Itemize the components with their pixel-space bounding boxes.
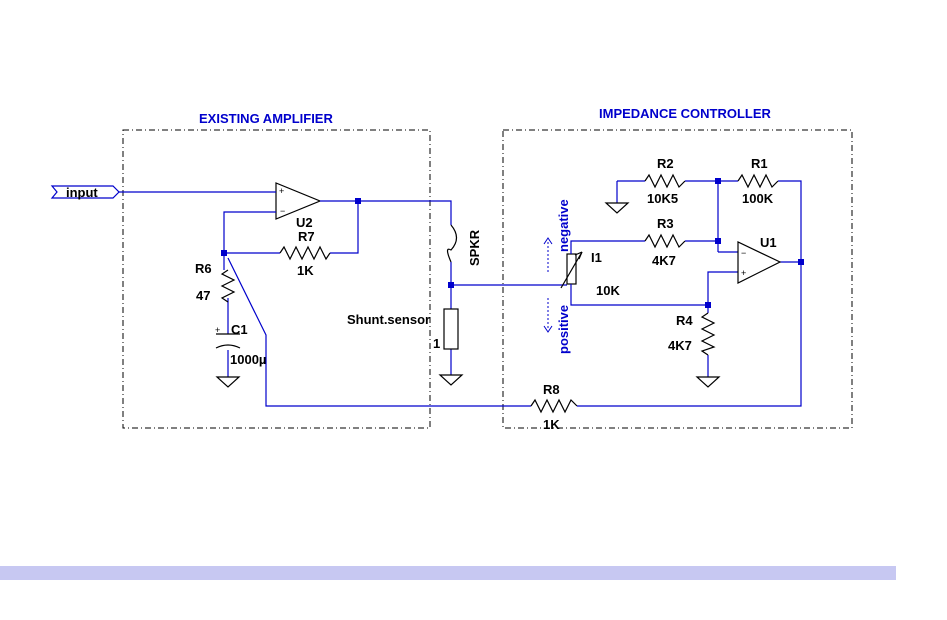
i1-value: 10K (596, 283, 620, 298)
r3-label: R3 (657, 216, 674, 231)
r7-resistor (279, 245, 331, 261)
r6-value: 47 (196, 288, 210, 303)
shunt-sensor (443, 308, 459, 350)
c1-capacitor: + (215, 325, 241, 349)
r2-label: R2 (657, 156, 674, 171)
ground-symbol (438, 374, 464, 386)
direction-arrows (543, 237, 553, 333)
footer-bar (0, 566, 896, 580)
r2-value: 10K5 (647, 191, 678, 206)
c1-value: 1000µ (230, 352, 266, 367)
r6-resistor (220, 269, 236, 303)
negative-label: negative (556, 199, 571, 252)
right-wires (570, 180, 802, 407)
existing-amplifier-box (122, 129, 431, 429)
r4-resistor (700, 312, 716, 356)
ground-symbol (215, 376, 241, 388)
u1-label: U1 (760, 235, 777, 250)
shunt-value: 1 (433, 336, 440, 351)
r3-resistor (644, 233, 686, 249)
impedance-controller-box (502, 129, 853, 429)
r4-label: R4 (676, 313, 693, 328)
u2-opamp: + − (275, 182, 322, 220)
svg-text:+: + (279, 186, 284, 196)
ground-symbol (695, 376, 721, 388)
impedance-controller-title: IMPEDANCE CONTROLLER (599, 106, 772, 121)
left-wires (119, 191, 567, 407)
ground-symbol (604, 202, 630, 214)
r4-value: 4K7 (668, 338, 692, 353)
svg-text:−: − (280, 206, 285, 216)
r3-value: 4K7 (652, 253, 676, 268)
positive-label: positive (556, 305, 571, 354)
svg-text:+: + (215, 325, 220, 335)
speaker (446, 224, 458, 263)
r1-value: 100K (742, 191, 774, 206)
svg-text:−: − (741, 248, 746, 258)
junction-nodes (221, 178, 804, 308)
c1-label: C1 (231, 322, 248, 337)
u1-opamp: − + (737, 241, 782, 284)
i1-label: I1 (591, 250, 602, 265)
r6-label: R6 (195, 261, 212, 276)
r2-resistor (644, 173, 686, 189)
r8-label: R8 (543, 382, 560, 397)
r7-label: R7 (298, 229, 315, 244)
input-port (50, 185, 120, 199)
r1-resistor (737, 173, 779, 189)
u2-label: U2 (296, 215, 313, 230)
i1-potentiometer (560, 251, 583, 289)
input-port-label: input (66, 185, 98, 200)
r1-label: R1 (751, 156, 768, 171)
existing-amplifier-title: EXISTING AMPLIFIER (199, 111, 333, 126)
r7-value: 1K (297, 263, 314, 278)
svg-text:+: + (741, 268, 746, 278)
r8-value: 1K (543, 417, 560, 432)
r8-resistor (530, 398, 578, 414)
spkr-label: SPKR (467, 229, 482, 266)
shunt-label: Shunt.sensor (347, 312, 430, 327)
